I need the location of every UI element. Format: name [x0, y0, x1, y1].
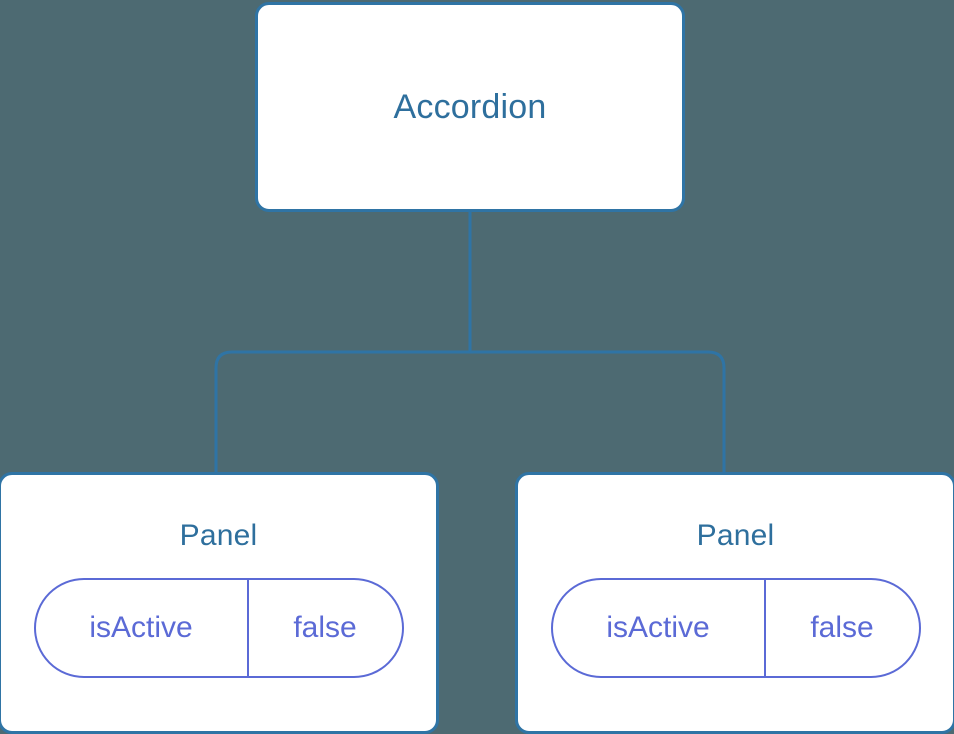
prop-badge-isactive-right[interactable]: isActive false [550, 578, 921, 678]
edge-accordion-to-panel-left [214, 350, 470, 478]
edge-accordion-to-panel-right [470, 350, 726, 478]
node-accordion-label: Accordion [393, 88, 547, 126]
node-panel-right[interactable]: Panel isActive false [515, 472, 954, 734]
prop-value-label: false [810, 611, 874, 644]
prop-key-label: isActive [553, 580, 766, 676]
prop-badge-isactive-left[interactable]: isActive false [33, 578, 404, 678]
node-panel-left[interactable]: Panel isActive false [0, 472, 439, 734]
node-panel-right-label: Panel [696, 519, 775, 552]
node-accordion[interactable]: Accordion [255, 2, 685, 212]
prop-key-label: isActive [36, 580, 249, 676]
node-panel-left-label: Panel [179, 519, 258, 552]
prop-value-label: false [293, 611, 357, 644]
